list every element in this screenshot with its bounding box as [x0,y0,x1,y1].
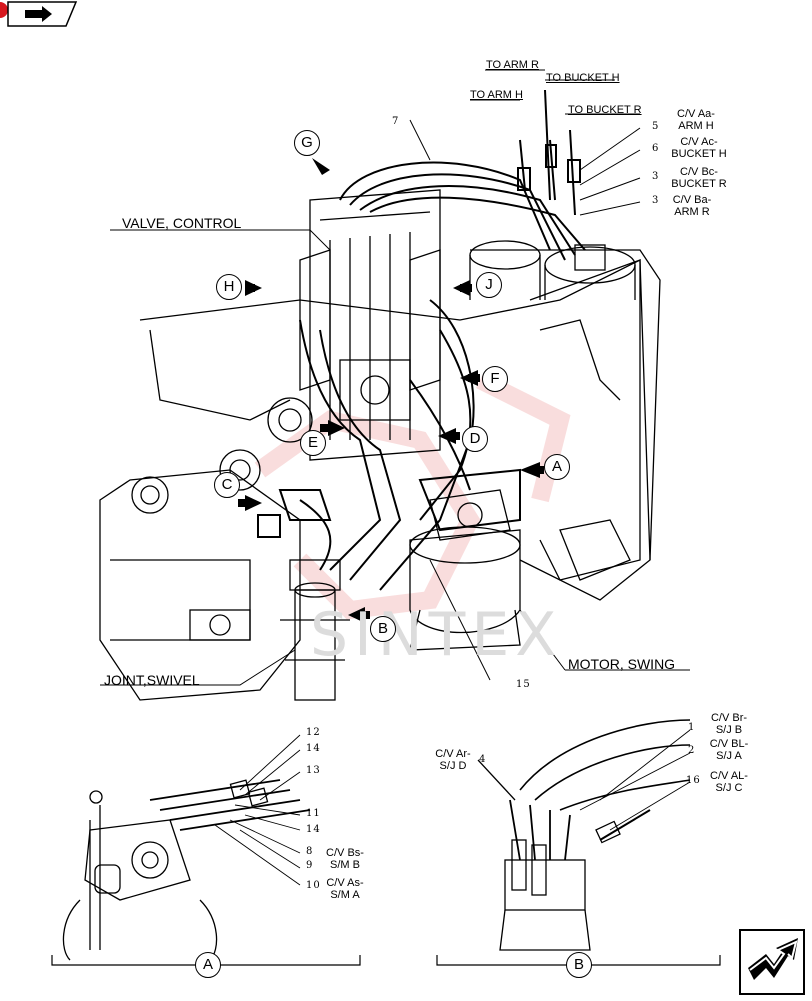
tank [469,240,636,300]
cv-ac-line1: C/V Ac- [680,136,718,148]
part-number-14b: 14 [306,824,321,835]
part-number-12: 12 [306,727,321,738]
part-number-11: 11 [306,808,321,819]
hoses-top [339,89,586,261]
part-number-4: 4 [479,754,487,765]
swivel-joint [280,559,350,701]
cv-as-line1: C/V As- [326,877,364,889]
callout-a: A [544,454,570,480]
callout-c: C [214,472,240,498]
cv-al-label: C/V AL- S/J C [704,770,754,794]
callout-b: B [370,616,396,642]
cv-bl-line2: S/J A [716,750,742,762]
cv-ac-line2: BUCKET H [671,148,727,160]
cv-bl-label: C/V BL- S/J A [704,738,754,762]
to-bucket-r-label: TO BUCKET R [568,104,642,116]
callout-e: E [300,430,326,456]
part-number-3a: 3 [652,171,660,182]
part-number-3b: 3 [652,195,660,206]
cv-br-label: C/V Br- S/J B [704,712,754,736]
part-number-13: 13 [306,765,321,776]
detail-brackets [51,955,721,966]
leader-lines [100,69,690,686]
cv-ar-label: C/V Ar- S/J D [428,748,478,772]
cv-ar-line2: S/J D [439,760,467,772]
cv-bs-label: C/V Bs- S/M B [320,847,370,871]
cv-ba-line2: ARM R [674,206,710,218]
return-arrow-icon [739,929,805,995]
cv-bc-line2: BUCKET R [671,178,727,190]
callout-arrows [238,158,544,623]
part-number-10: 10 [306,880,321,891]
callout-g: G [294,130,320,156]
watermark-text: SINTEX [310,600,563,670]
cv-bs-line2: S/M B [330,859,360,871]
cv-ba-line1: C/V Ba- [672,194,712,206]
cv-ar-line1: C/V Ar- [435,748,471,760]
detail-b-drawing [477,719,691,951]
part-number-15: 15 [516,679,531,690]
cv-bl-line1: C/V BL- [709,738,749,750]
cv-al-line2: S/J C [715,782,743,794]
part-number-16: 16 [686,775,701,786]
callout-h: H [216,274,242,300]
to-bucket-h-label: TO BUCKET H [546,72,620,84]
motor-swing-label: MOTOR, SWING [568,656,676,672]
part-number-1: 1 [688,722,696,733]
back-nav-button[interactable] [0,0,80,30]
cv-aa-line2: ARM H [678,120,714,132]
cv-as-label: C/V As- S/M A [320,877,370,901]
part-number-7: 7 [392,116,400,127]
cv-bs-line1: C/V Bs- [326,847,364,859]
chassis-frame [99,249,661,701]
valve-control-label: VALVE, CONTROL [122,215,242,231]
joint-swivel-label: JOINT,SWIVEL [104,672,200,688]
cv-ba-label: C/V Ba- ARM R [664,194,720,218]
detail-a-label: A [195,952,221,978]
cv-bc-line1: C/V Bc- [680,166,718,178]
cv-aa-line1: C/V Aa- [677,108,715,120]
to-arm-r-label: TO ARM R [486,59,539,71]
callout-j: J [476,272,502,298]
part-number-9: 9 [306,860,314,871]
cv-ac-label: C/V Ac- BUCKET H [666,136,732,160]
callout-f: F [482,366,508,392]
cv-al-line1: C/V AL- [710,770,748,782]
part-number-8: 8 [306,846,314,857]
part-number-6: 6 [652,143,660,154]
detail-b-label: B [566,952,592,978]
part-number-2: 2 [688,745,696,756]
callout-d: D [462,426,488,452]
cv-aa-label: C/V Aa- ARM H [668,108,724,132]
cv-as-line2: S/M A [330,889,360,901]
cv-br-line1: C/V Br- [710,712,748,724]
cv-bc-label: C/V Bc- BUCKET R [666,166,732,190]
next-nav-button[interactable] [738,928,806,996]
part-number-14a: 14 [306,743,321,754]
arrow-right-icon [0,1,78,27]
to-arm-h-label: TO ARM H [470,89,523,101]
part-number-5: 5 [652,121,660,132]
cv-br-line2: S/J B [715,724,743,736]
detail-a-drawing [62,734,311,961]
